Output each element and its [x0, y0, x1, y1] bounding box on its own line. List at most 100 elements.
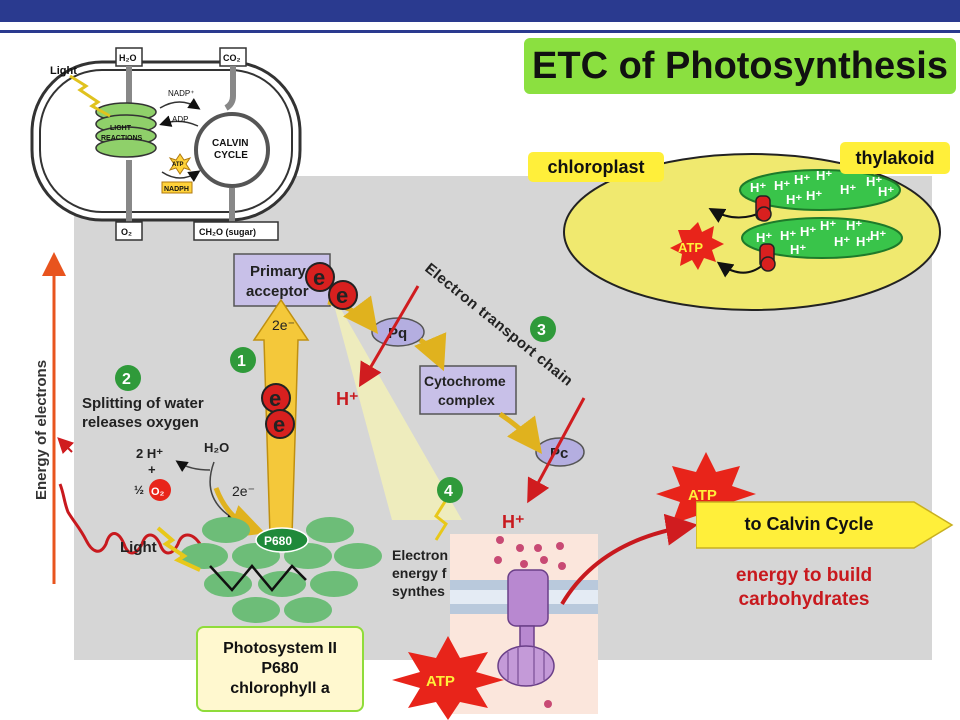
light-bolt [156, 526, 201, 572]
step-3-label: 3 [537, 322, 546, 339]
two-h-plus-label: 2 H⁺ [136, 446, 163, 461]
atp-burst-bottom [392, 636, 504, 720]
tl-h-7: H⁺ [790, 242, 806, 257]
step-3-circle [530, 316, 556, 342]
light-beam [330, 290, 462, 520]
tl-h-6: H⁺ [870, 228, 886, 243]
step-2-circle [115, 365, 141, 391]
light-label: Light [120, 539, 157, 556]
p680-center [255, 527, 309, 553]
energy-caption-line-2: carbohydrates [738, 589, 870, 610]
electron-3-label: e [269, 386, 281, 411]
overview-nadph-label: NADPH [164, 186, 189, 193]
primary-acceptor-label-2: acceptor [246, 283, 309, 300]
primary-acceptor-label-1: Primary [250, 263, 307, 280]
tl-h-8: H⁺ [834, 234, 850, 249]
top-rule [0, 30, 960, 33]
h2o-label: H₂O [204, 440, 229, 455]
cytochrome-label-1: Cytochrome [424, 373, 506, 389]
tl-h-4: H⁺ [820, 218, 836, 233]
energy-axis-label: Energy of electrons [33, 360, 50, 500]
overview-light-reactions-2: REACTIONS [101, 135, 143, 142]
tl-h-3: H⁺ [800, 224, 816, 239]
overview-nadp-label: NADP⁺ [168, 89, 194, 98]
th-h-3: H⁺ [794, 172, 810, 187]
proton-dots [494, 536, 566, 708]
half-label: ½ [134, 483, 144, 497]
cytochrome-label-2: complex [438, 392, 495, 408]
step-1-label: 1 [237, 353, 246, 370]
overview-calvin-1: CALVIN [212, 138, 248, 149]
th-h-4: H⁺ [816, 168, 832, 183]
step-2-label: 2 [122, 371, 131, 388]
tl-h-2: H⁺ [780, 228, 796, 243]
ps-line-2: P680 [261, 660, 299, 677]
to-calvin-label: to Calvin Cycle [744, 514, 874, 534]
transfer-arrow-cyt [414, 332, 447, 372]
electron-2-label: e [336, 283, 348, 308]
photosystem-cluster [180, 517, 382, 623]
overview-atp-label: ATP [172, 162, 184, 168]
plus-sign: + [148, 462, 156, 477]
electron-energy-2: energy f [392, 565, 447, 581]
splitting-label-2: releases oxygen [82, 414, 199, 431]
overview-sugar-label: CH₂O (sugar) [199, 227, 256, 237]
inset-synthase-2 [759, 243, 776, 272]
step-4-circle [437, 477, 463, 503]
to-calvin-arrow [696, 501, 954, 549]
overview-o2-label: O₂ [121, 227, 132, 237]
page-title: ETC of Photosynthesis [524, 38, 956, 94]
th-h-8: H⁺ [806, 188, 822, 203]
th-h-9: H⁺ [878, 184, 894, 199]
thylakoid-lower [741, 217, 903, 259]
step-4-label: 4 [444, 483, 453, 500]
inset-synthase-1 [755, 195, 772, 222]
atp-to-calvin-arrow [560, 513, 698, 606]
inset-atp-label: ATP [678, 240, 703, 255]
photosystem-ii-box: Photosystem II P680 chlorophyll a [196, 626, 364, 712]
tl-h-9: H⁺ [856, 234, 872, 249]
two-electron-top: 2e⁻ [272, 317, 295, 333]
ps-line-1: Photosystem II [223, 640, 337, 657]
electron-energy-3: synthes [392, 583, 445, 599]
transfer-arrow-pc [498, 411, 543, 454]
o2-molecule [149, 479, 171, 501]
electron-1-label: e [313, 265, 325, 290]
thylakoid-label: thylakoid [840, 142, 950, 174]
proton-arrow-2 [527, 397, 586, 504]
overview-calvin-2: CYCLE [214, 150, 248, 161]
th-h-6: H⁺ [866, 174, 882, 189]
inset-atp-burst [670, 222, 724, 270]
electron-4 [265, 409, 295, 439]
energy-caption-line-1: energy to build [735, 565, 873, 586]
h-plus-label-1: H⁺ [336, 389, 359, 409]
energy-caption: energy to build carbohydrates [694, 564, 914, 612]
overview-light-reactions-1: LIGHT [110, 125, 132, 132]
overview-co2-label: CO₂ [223, 53, 241, 63]
overview-h2o-label: H₂O [119, 53, 137, 63]
pc-label: Pc [550, 445, 568, 462]
electron-2 [328, 280, 358, 310]
top-title-bar [0, 0, 960, 22]
th-h-5: H⁺ [840, 182, 856, 197]
thylakoid-protons: H⁺ H⁺ H⁺ H⁺ H⁺ H⁺ H⁺ H⁺ H⁺ H⁺ H⁺ H⁺ H⁺ H… [750, 168, 894, 257]
energy-small-arrow [434, 499, 448, 541]
th-h-2: H⁺ [774, 178, 790, 193]
step-1-circle [230, 347, 256, 373]
proton-arrow-1 [358, 285, 420, 388]
electron-1 [305, 262, 335, 292]
thylakoid-upper [739, 169, 901, 211]
atp-synthase-protein [497, 569, 555, 687]
th-h-7: H⁺ [786, 192, 802, 207]
o2-label: O₂ [151, 486, 165, 498]
tl-h-5: H⁺ [846, 218, 862, 233]
red-wave-arrow [57, 437, 75, 455]
cytochrome-complex-box [419, 365, 517, 415]
atp-label-bottom: ATP [426, 673, 455, 690]
red-wave [58, 483, 202, 555]
th-h-1: H⁺ [750, 180, 766, 195]
h-plus-label-2: H⁺ [502, 512, 525, 532]
electron-to-p680-arrow [213, 487, 266, 539]
two-electron-bottom: 2e⁻ [232, 483, 255, 499]
